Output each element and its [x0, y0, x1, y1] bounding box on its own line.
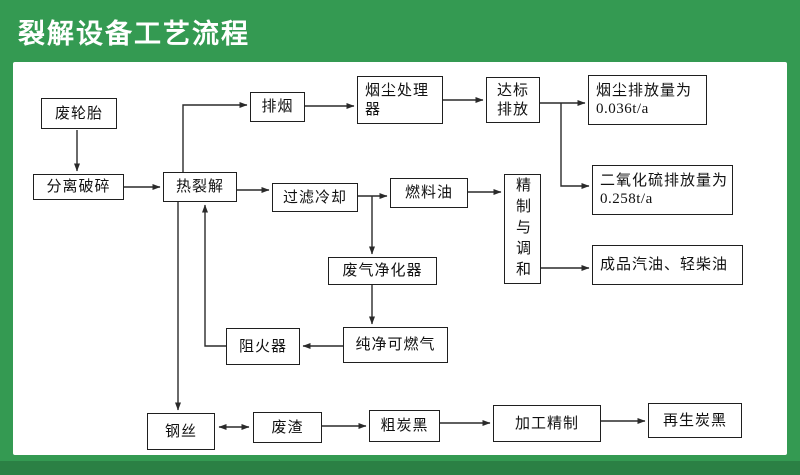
node-label: 排烟 [261, 98, 294, 116]
node-compliant-discharge: 达标 排放 [486, 77, 540, 123]
node-label: 烟尘排放量为 [596, 81, 693, 99]
node-label: 分离破碎 [46, 178, 111, 196]
node-label: 达标 排放 [496, 81, 529, 119]
node-dust-processor: 烟尘处理 器 [357, 76, 443, 124]
node-finished-oil: 成品汽油、轻柴油 [592, 245, 743, 285]
node-fuel-oil: 燃料油 [390, 178, 468, 208]
node-gas-purifier: 废气净化器 [328, 257, 437, 285]
node-waste-tire: 废轮胎 [41, 98, 117, 129]
node-dust-emission: 烟尘排放量为 0.036t/a [588, 75, 707, 125]
node-processing-refine: 加工精制 [493, 405, 601, 442]
node-value: 0.258t/a [600, 191, 653, 207]
node-label: 钢丝 [164, 422, 197, 440]
bottom-band [0, 461, 800, 475]
node-pyrolysis: 热裂解 [163, 172, 237, 202]
node-separation-crushing: 分离破碎 [33, 174, 124, 200]
title-bar: 裂解设备工艺流程 [0, 0, 800, 62]
node-pure-gas: 纯净可燃气 [343, 327, 448, 363]
node-label: 过滤冷却 [282, 188, 347, 206]
node-label: 废渣 [271, 418, 304, 436]
node-label: 纯净可燃气 [355, 336, 436, 354]
node-crude-carbon-black: 粗炭黑 [369, 410, 440, 442]
node-so2-emission: 二氧化硫排放量为 0.258t/a [592, 165, 733, 215]
node-flame-arrester: 阻火器 [226, 328, 300, 365]
page-title: 裂解设备工艺流程 [18, 19, 250, 49]
node-label: 烟尘处理 器 [365, 81, 430, 119]
node-label: 再生炭黑 [662, 411, 727, 429]
node-smoke-exhaust: 排烟 [250, 92, 305, 122]
node-label: 成品汽油、轻柴油 [600, 256, 729, 274]
node-label: 二氧化硫排放量为 [600, 171, 729, 189]
node-value: 0.036t/a [596, 101, 649, 117]
node-waste-residue: 废渣 [253, 412, 322, 443]
node-refine-blend: 精制与调和 [504, 174, 541, 284]
node-regen-carbon-black: 再生炭黑 [648, 403, 742, 438]
node-label: 热裂解 [175, 178, 224, 196]
node-label: 阻火器 [238, 337, 287, 355]
node-label: 精制与调和 [514, 176, 531, 282]
node-label: 废气净化器 [342, 262, 423, 280]
node-filter-cooling: 过滤冷却 [272, 183, 358, 212]
node-steel-wire: 钢丝 [147, 413, 215, 450]
node-label: 粗炭黑 [380, 417, 429, 435]
node-label: 废轮胎 [54, 104, 103, 122]
node-label: 加工精制 [514, 414, 579, 432]
node-label: 燃料油 [404, 184, 453, 202]
